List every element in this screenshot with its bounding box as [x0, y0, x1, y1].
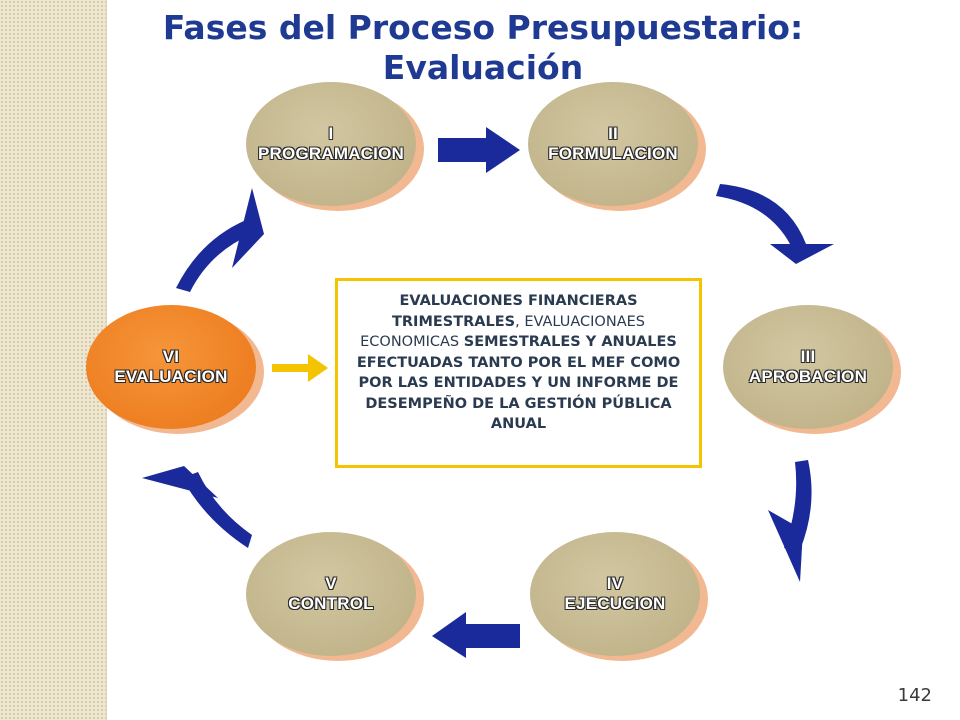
arrow-formulacion-to-aprobacion [716, 184, 834, 264]
phase-label: EJECUCION [564, 594, 666, 613]
phase-number: V [325, 574, 337, 593]
phase-number: II [608, 124, 618, 143]
phase-aprobacion: III APROBACION [723, 305, 901, 434]
page-number: 142 [897, 685, 932, 706]
arrow-control-to-evaluacion [142, 466, 252, 548]
phase-number: I [328, 124, 334, 143]
phase-number: IV [606, 574, 624, 593]
page-title: Fases del Proceso Presupuestario: Evalua… [162, 8, 804, 87]
arrow-ejecucion-to-control [432, 612, 520, 658]
evaluation-description-box: EVALUACIONES FINANCIERAS TRIMESTRALES, E… [335, 278, 702, 468]
info-text-bold-2: SEMESTRALES Y ANUALES EFECTUADAS TANTO P… [356, 334, 681, 432]
pointer-arrow-evaluacion-to-info [272, 354, 328, 382]
arrow-aprobacion-to-ejecucion [768, 460, 812, 582]
phase-formulacion: II FORMULACION [528, 82, 706, 211]
phase-programacion: I PROGRAMACION [246, 82, 424, 211]
phase-label: EVALUACION [114, 367, 228, 386]
info-text-bold-1: EVALUACIONES FINANCIERAS TRIMESTRALES [392, 293, 638, 330]
phase-label: CONTROL [288, 594, 374, 613]
phase-evaluacion: VI EVALUACION [86, 305, 264, 434]
phase-label: FORMULACION [548, 144, 678, 163]
phase-label: APROBACION [748, 367, 868, 386]
arrow-programacion-to-formulacion [438, 127, 520, 173]
phase-number: VI [162, 347, 180, 366]
phase-number: III [800, 347, 816, 366]
phase-ejecucion: IV EJECUCION [530, 532, 708, 661]
phase-control: V CONTROL [246, 532, 424, 661]
arrow-evaluacion-to-programacion [176, 188, 264, 292]
phase-label: PROGRAMACION [258, 144, 404, 163]
info-text-regular: , EVALUACIONAES ECONOMICAS [360, 313, 645, 351]
